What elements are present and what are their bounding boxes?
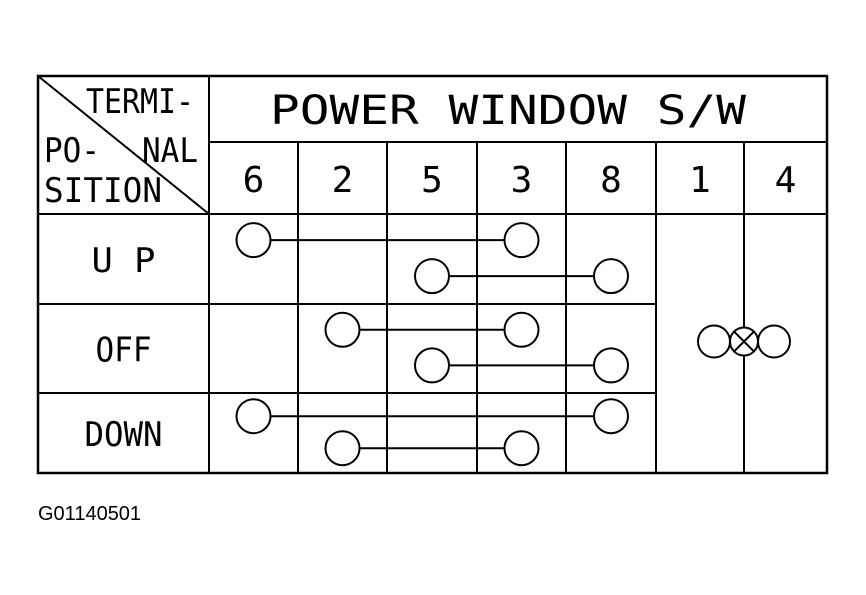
terminal-node-1	[697, 324, 731, 359]
terminal-label-2: 2	[332, 160, 354, 201]
terminal-node-5	[414, 258, 450, 295]
table-border	[36, 74, 829, 475]
terminal-label-6: 6	[243, 160, 265, 201]
position-label-up: U P	[92, 241, 156, 281]
terminal-node-3	[503, 430, 540, 467]
position-label-off: OFF	[96, 331, 152, 371]
terminal-label-3: 3	[511, 160, 533, 201]
table-grid	[36, 74, 829, 475]
position-label-down: DOWN	[85, 415, 163, 455]
corner-label-po: PO-	[44, 131, 100, 171]
terminal-label-5: 5	[421, 160, 443, 201]
corner-header: TERMI- PO- NAL SITION	[44, 82, 198, 211]
terminal-node-6	[235, 222, 272, 259]
corner-diagonal	[37, 75, 210, 215]
diagram-title: POWER WINDOW S/W	[270, 88, 747, 134]
indicator-lamp	[697, 324, 791, 359]
position-labels: U P OFF DOWN	[85, 241, 163, 455]
terminal-header-row: 6 2 5 3 8 1 4	[243, 160, 797, 201]
corner-label-termi: TERMI-	[86, 82, 194, 122]
lamp-cross	[733, 330, 755, 353]
terminal-node-3	[503, 311, 540, 348]
terminal-label-1: 1	[689, 160, 711, 201]
terminal-node-8	[593, 398, 629, 435]
terminal-node-2	[324, 311, 361, 348]
terminal-node-6	[235, 398, 272, 435]
terminal-node-2	[324, 430, 361, 467]
connection-lines	[270, 239, 594, 450]
terminal-label-4: 4	[775, 160, 797, 201]
terminal-node-4	[757, 324, 791, 359]
terminal-label-8: 8	[600, 160, 622, 201]
figure-code: G01140501	[38, 503, 141, 525]
corner-label-nal: NAL	[142, 131, 198, 171]
terminal-node-8	[593, 258, 629, 295]
terminal-node-3	[503, 222, 540, 259]
terminal-nodes	[235, 222, 629, 467]
corner-label-sition: SITION	[44, 171, 162, 211]
terminal-node-5	[414, 347, 450, 384]
terminal-node-8	[593, 347, 629, 384]
